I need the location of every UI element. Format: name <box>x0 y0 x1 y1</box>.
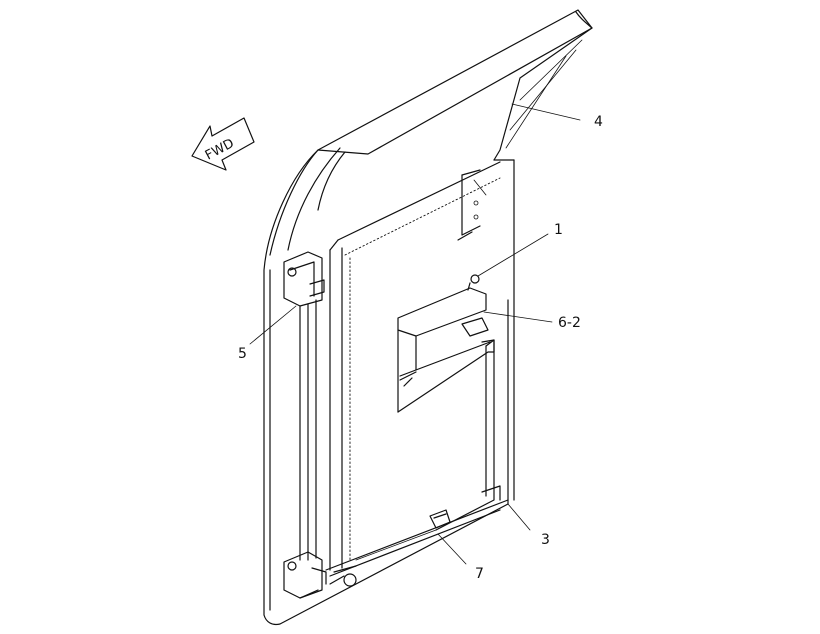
callout-labels: 4 1 6-2 5 3 7 <box>238 114 603 582</box>
leader-7 <box>437 533 467 565</box>
callout-3: 3 <box>541 532 550 548</box>
callout-1: 1 <box>554 222 563 238</box>
leader-lines <box>249 103 581 565</box>
callout-4: 4 <box>594 114 603 130</box>
leader-4 <box>511 103 581 121</box>
component-box <box>397 274 495 413</box>
top-cover-panel <box>269 9 593 256</box>
leader-3 <box>507 503 531 531</box>
leader-6-2 <box>483 311 553 323</box>
inner-panel <box>329 161 501 571</box>
forward-direction-arrow: FWD <box>191 117 255 171</box>
leader-1 <box>477 233 549 277</box>
upper-hinge <box>283 251 325 561</box>
door-leaf <box>435 339 501 531</box>
callout-7: 7 <box>475 566 484 582</box>
door-frame <box>263 147 515 626</box>
leader-5 <box>249 305 297 345</box>
callout-6-2: 6-2 <box>558 315 581 331</box>
bottom-latch-rail <box>325 499 509 587</box>
callout-5: 5 <box>238 346 247 362</box>
lower-hinge <box>283 551 327 599</box>
upper-bracket <box>457 169 487 241</box>
